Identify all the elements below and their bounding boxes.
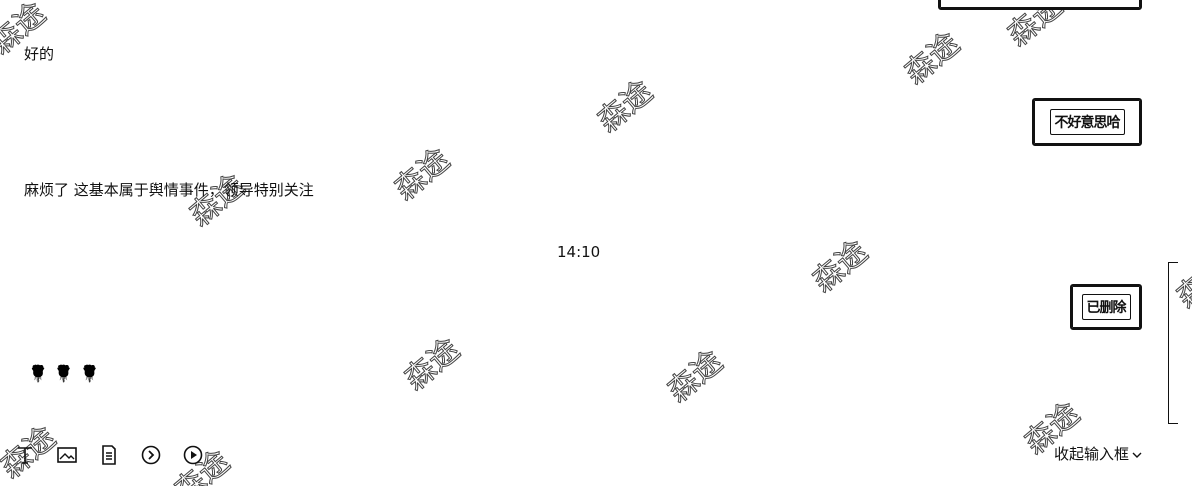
time-divider: 14:10 [557, 243, 601, 261]
message-flowers[interactable]: 🌹🌹🌹 [28, 364, 106, 383]
collapse-input-button[interactable]: 收起输入框 [1054, 443, 1142, 464]
image-icon[interactable] [56, 444, 78, 466]
video-icon[interactable] [182, 444, 204, 466]
collapse-label: 收起输入框 [1054, 445, 1130, 463]
message-text: 不好意思哈 [1049, 109, 1125, 135]
watermark: 森途 [388, 141, 457, 208]
screenshot-icon[interactable] [140, 444, 162, 466]
chevron-down-icon [1132, 445, 1142, 463]
watermark: 森途 [398, 331, 467, 398]
watermark: 森途 [661, 343, 730, 410]
watermark: 森途 [806, 233, 875, 300]
emoji-text: 🌹🌹🌹 [28, 364, 106, 383]
message-bubble[interactable] [938, 0, 1142, 10]
message-bubble[interactable]: 不好意思哈 [1032, 98, 1142, 146]
input-toolbar [14, 444, 204, 466]
watermark: 森途 [898, 25, 967, 92]
file-icon[interactable] [98, 444, 120, 466]
text-format-icon[interactable] [14, 444, 36, 466]
message-text[interactable]: 麻烦了 这基本属于舆情事件，领导特别关注 [24, 181, 314, 199]
message-text: 已删除 [1081, 294, 1131, 320]
message-bubble[interactable]: 已删除 [1070, 284, 1142, 330]
message-text[interactable]: 好的 [24, 45, 55, 63]
message-bubble-edge [1168, 262, 1178, 424]
watermark: 森途 [591, 73, 660, 140]
